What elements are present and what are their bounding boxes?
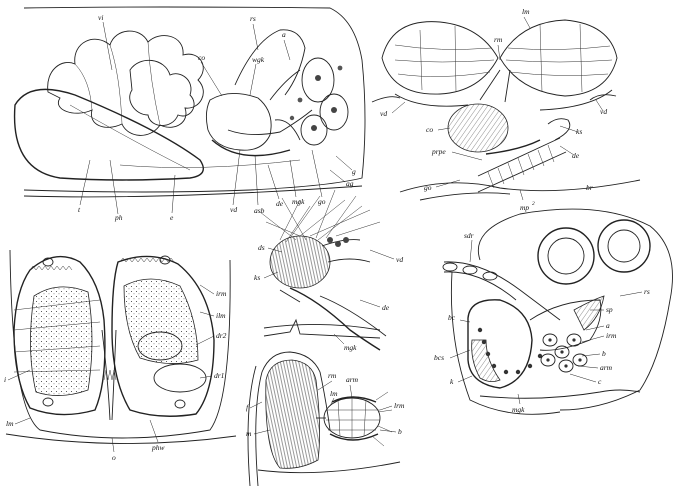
figure-b-drawing: lm rm vd vd co ks prpe de go br mp 2 — [371, 7, 641, 212]
label-irm: irm — [216, 289, 227, 298]
label-arm: arm — [346, 375, 359, 384]
label-dr2: dr2 — [216, 331, 227, 340]
label-rs: rs — [250, 14, 256, 23]
figure-a-drawing: vi rs a co wgk t ph e vd asb de mgk go a… — [13, 6, 366, 222]
label-lm: lm — [330, 389, 338, 398]
label-ds: ds — [258, 243, 265, 252]
label-phw: phw — [151, 443, 165, 452]
label-co: co — [426, 125, 433, 134]
label-bc: bc — [448, 313, 456, 322]
label-vd-right: vd — [600, 107, 607, 116]
label-k: k — [450, 377, 454, 386]
label-bcs: bcs — [434, 353, 444, 362]
label-f: f — [246, 403, 249, 412]
label-arm: arm — [600, 363, 613, 372]
label-vi: vi — [98, 13, 103, 22]
figure-e-drawing: rm arm lrm lm m b f — [246, 351, 405, 486]
label-irm: irm — [606, 331, 617, 340]
label-ks: ks — [254, 273, 260, 282]
label-m: m — [246, 429, 252, 438]
label-e: e — [170, 213, 174, 222]
label-go: go — [318, 197, 326, 206]
label-a: a — [606, 321, 610, 330]
label-rs: rs — [644, 287, 650, 296]
label-de: de — [276, 199, 284, 208]
label-ks: ks — [576, 127, 582, 136]
label-g: g — [352, 167, 356, 176]
label-go: go — [424, 183, 432, 192]
label-mgk: mgk — [344, 343, 357, 352]
label-br: br — [586, 183, 593, 192]
label-wgk: wgk — [252, 55, 265, 64]
label-t: t — [78, 205, 81, 214]
penis-tube-rings — [487, 144, 555, 189]
label-c: c — [598, 377, 602, 386]
label-vd: vd — [230, 205, 237, 214]
label-ph: ph — [114, 213, 123, 222]
label-lm: lm — [522, 7, 530, 16]
gland-cells — [289, 57, 349, 146]
cell-chain — [477, 327, 543, 375]
label-de: de — [382, 303, 390, 312]
label-rm: rm — [328, 371, 337, 380]
figure-d-drawing: ds ks vd de mgk — [254, 189, 403, 352]
label-ilm: ilm — [216, 311, 226, 320]
gland-cells-f — [540, 333, 588, 373]
figure-c-drawing: irm ilm dr2 dr1 i lm o phw — [4, 249, 237, 462]
label-dr1: dr1 — [214, 371, 224, 380]
label-sp: sp — [606, 305, 613, 314]
label-mp: mp — [520, 203, 529, 212]
label-ag: ag — [346, 179, 354, 188]
figure-f-drawing: sdr rs sp a irm bc bcs k b arm c mgk — [434, 208, 673, 415]
label-i: i — [4, 375, 6, 384]
label-b: b — [602, 349, 606, 358]
label-b: b — [398, 427, 402, 436]
label-mgk: mgk — [292, 197, 305, 206]
label-prpe: prpe — [431, 147, 446, 156]
label-mp-superscript: 2 — [532, 201, 535, 207]
label-sdr: sdr — [464, 231, 474, 240]
label-lrm: lrm — [394, 401, 405, 410]
label-lm: lm — [6, 419, 14, 428]
label-vd-left: vd — [380, 109, 387, 118]
label-rm: rm — [494, 35, 503, 44]
label-de: de — [572, 151, 580, 160]
label-o: o — [112, 453, 116, 462]
label-mgk: mgk — [512, 405, 525, 414]
label-asb: asb — [254, 206, 265, 215]
label-a: a — [282, 30, 286, 39]
label-co: co — [198, 53, 205, 62]
label-vd: vd — [396, 255, 403, 264]
